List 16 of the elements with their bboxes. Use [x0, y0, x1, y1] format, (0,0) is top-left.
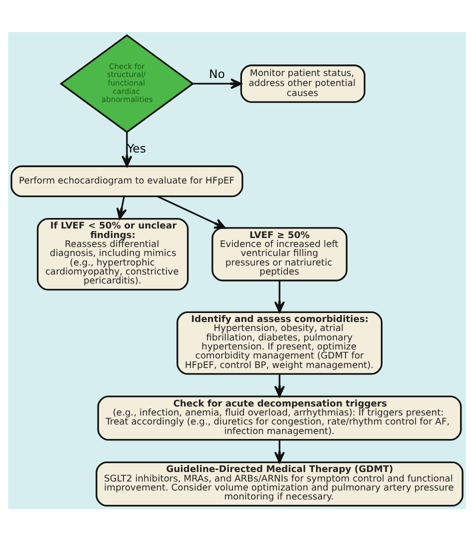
node-box: Guideline-Directed Medical Therapy (GDMT) SGLT2 inhibitors, MRAs, and ARBs/ARNIs for symptom control and functional improvement. Consider volume optimization and pulmonary artery pressure monitoring if necessary.	[96, 461, 464, 506]
node-box: Check for acute decompensation triggers (e.g., infection, anemia, fluid overload, arrhythmias): If triggers present: Treat accordingly (e.g., diuretics for congestion, rate/rhythm control for AF, infection management).	[97, 396, 462, 441]
node-diamond: Check for structural/ functional cardiac abnormalities	[60, 34, 194, 134]
node-box: Perform echocardiogram to evaluate for HFpEF	[10, 165, 244, 198]
arrow	[157, 196, 226, 229]
arrow	[122, 132, 132, 168]
arrow	[274, 374, 285, 398]
arrow	[274, 280, 285, 313]
node-box: If LVEF < 50% or unclear findings: Reassess differential diagnosis, including mimics (e.g., hypertrophic cardiomyopathy, constrictive pericarditis).	[36, 218, 189, 291]
arrow	[274, 440, 285, 464]
arrow	[192, 78, 242, 90]
node-box: Monitor patient status, address other potential causes	[240, 64, 366, 103]
arrow	[116, 196, 127, 220]
node-box: Identify and assess comorbidities: Hypertension, obesity, atrial fibrillation, diabetes, pulmonary hypertension. If present, optimize comorbidity management (GDMT for HFpEF, control BP, weight management).	[176, 311, 383, 375]
node-box: LVEF ≥ 50% Evidence of increased left ventricular filling pressures or natriuretic peptides	[212, 227, 348, 282]
edge-label: No	[209, 67, 225, 82]
